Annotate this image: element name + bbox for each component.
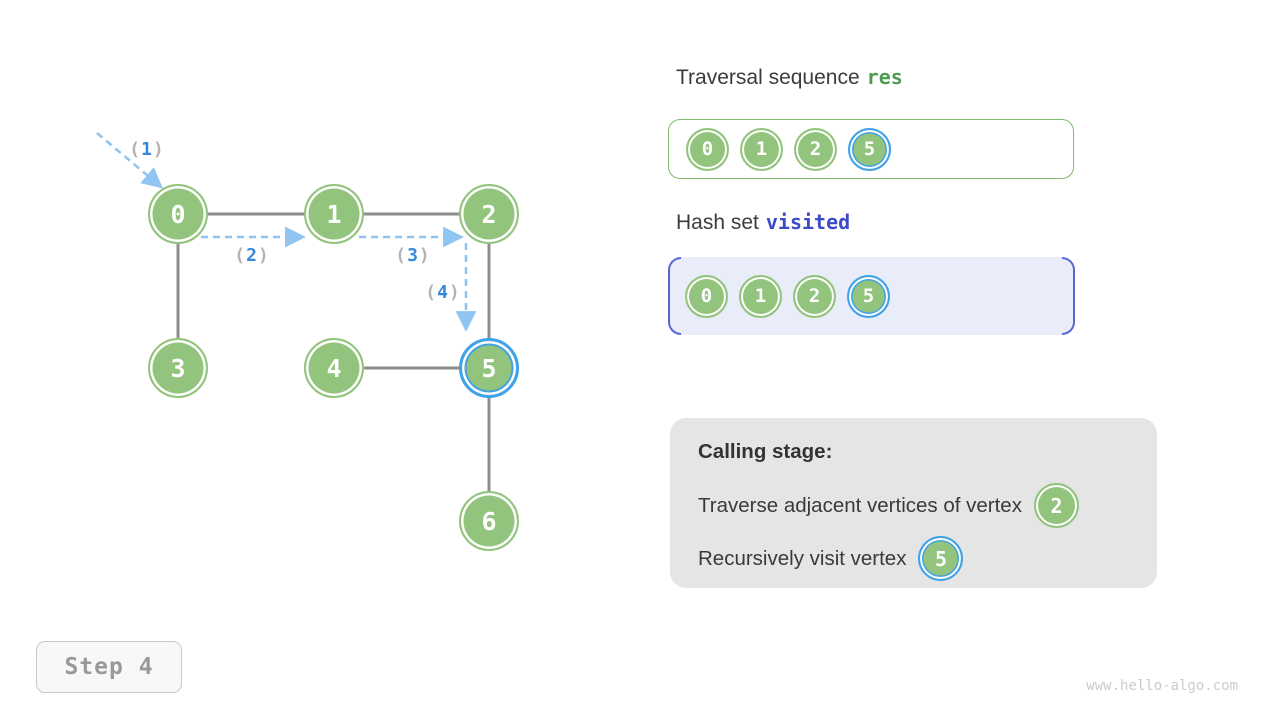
step-badge: Step 4	[36, 641, 182, 693]
visited-item-0: 0	[685, 274, 728, 318]
graph-node-6: 6	[459, 491, 519, 551]
watermark-url: www.hello-algo.com	[1086, 678, 1238, 694]
graph-node-1: 1	[304, 184, 364, 244]
graph-node-2: 2	[459, 184, 519, 244]
visited-hashset-box: 0 1 2 5	[668, 257, 1075, 335]
res-title-text: Traversal sequence	[676, 66, 860, 89]
visited-item-5-highlighted: 5	[847, 274, 890, 318]
arrow-order-number: 4	[437, 282, 449, 303]
visited-title-text: Hash set	[676, 211, 759, 234]
res-item-1: 1	[740, 127, 783, 171]
res-panel-title: Traversal sequence res	[676, 65, 903, 90]
graph-node-4: 4	[304, 338, 364, 398]
res-item-5-highlighted: 5	[848, 127, 891, 171]
calling-line1-text: Traverse adjacent vertices of vertex	[698, 493, 1022, 517]
res-item-0: 0	[686, 127, 729, 171]
graph-node-0: 0	[148, 184, 208, 244]
arrow-order-label-4: (4)	[425, 282, 461, 303]
arrow-order-number: 3	[407, 245, 419, 266]
calling-stage-line-1: Traverse adjacent vertices of vertex 2	[698, 483, 1129, 528]
graph-edges-and-arrows	[96, 132, 491, 521]
calling-line2-text: Recursively visit vertex	[698, 546, 907, 570]
calling-line2-node-5-highlighted: 5	[918, 536, 964, 581]
traversal-arrows	[96, 132, 477, 332]
graph-node-5-highlighted: 5	[459, 338, 519, 398]
visited-code-label: visited	[765, 210, 851, 234]
calling-stage-box: Calling stage: Traverse adjacent vertice…	[670, 418, 1157, 588]
calling-stage-line-2: Recursively visit vertex 5	[698, 536, 1129, 581]
res-sequence-box: 0 1 2 5	[668, 119, 1074, 179]
arrow-order-label-3: (3)	[395, 245, 431, 266]
res-code-label: res	[866, 65, 903, 89]
visited-item-2: 2	[793, 274, 836, 318]
visited-item-1: 1	[739, 274, 782, 318]
arrow-order-label-2: (2)	[234, 245, 270, 266]
visited-panel-title: Hash set visited	[676, 210, 850, 235]
arrow-order-label-1: (1)	[129, 139, 165, 160]
calling-stage-title: Calling stage:	[698, 440, 833, 463]
traversal-arrow-1	[96, 132, 163, 189]
arrow-order-number: 2	[246, 245, 258, 266]
arrow-order-number: 1	[141, 139, 153, 160]
calling-line1-node-2: 2	[1033, 483, 1079, 528]
graph-node-3: 3	[148, 338, 208, 398]
res-item-2: 2	[794, 127, 837, 171]
